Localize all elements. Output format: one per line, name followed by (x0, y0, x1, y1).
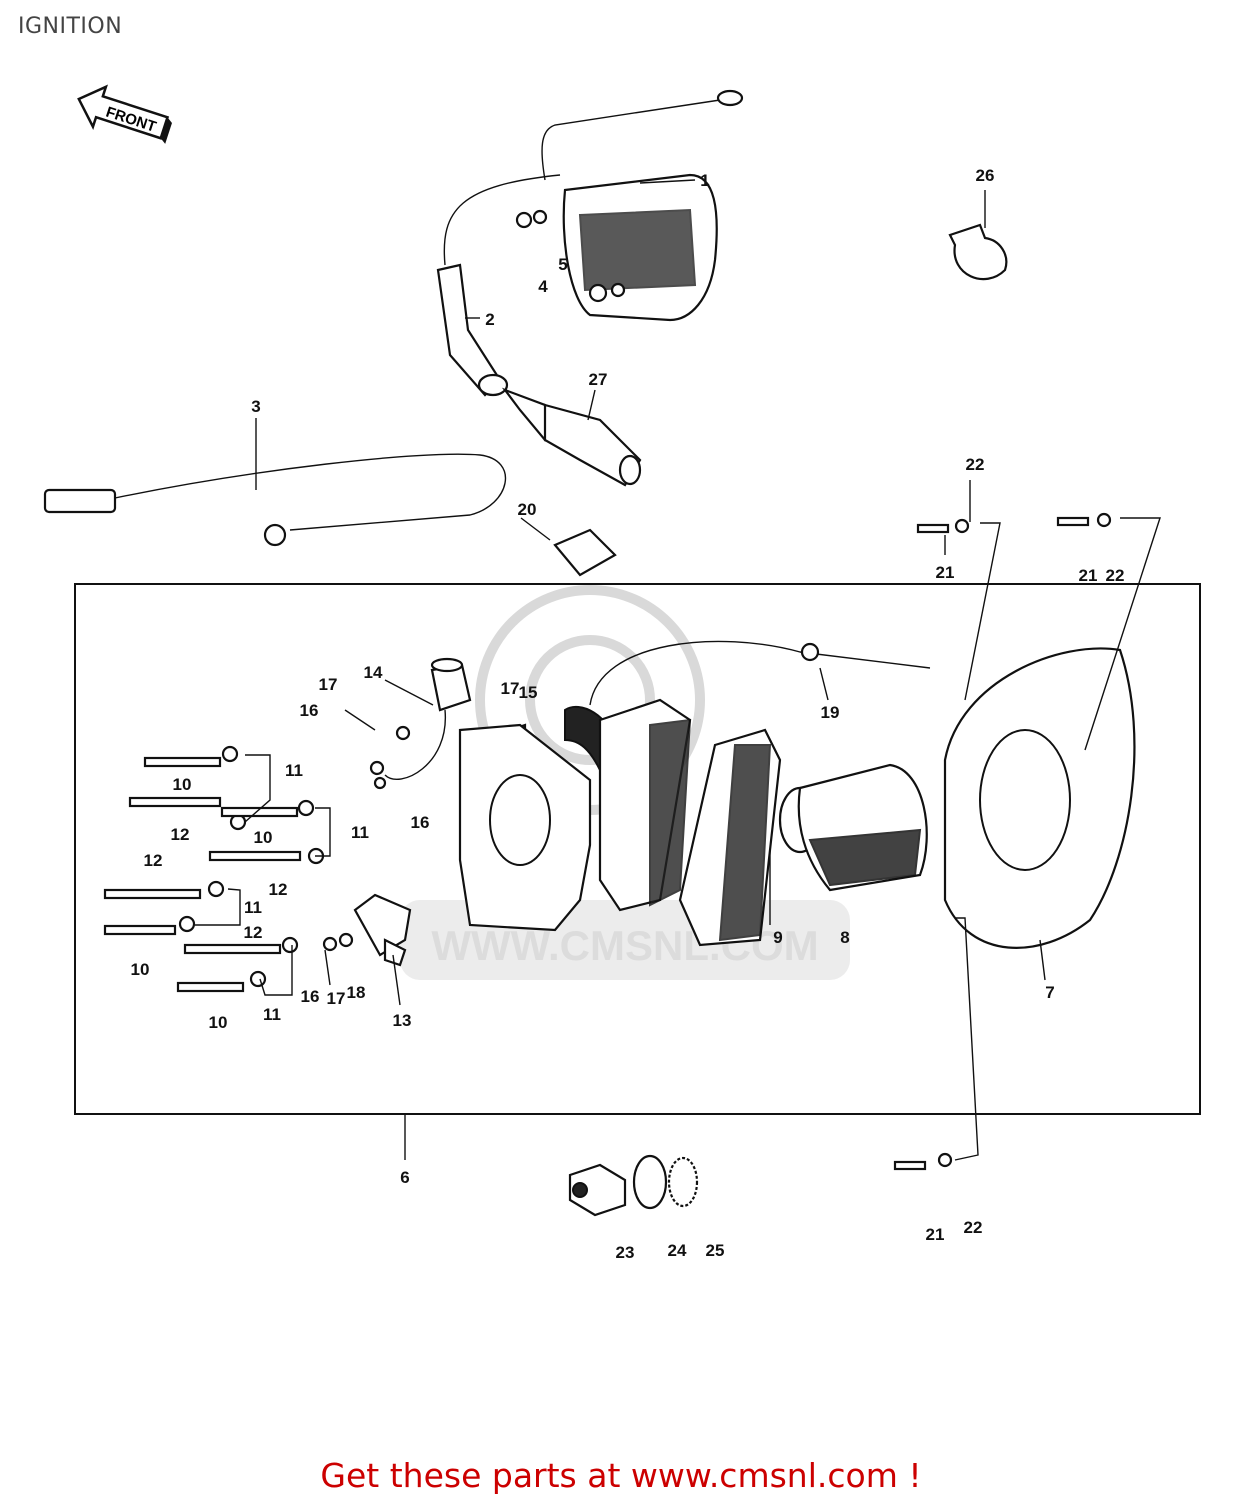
front-arrow-icon: FRONT (77, 84, 172, 144)
callout-8: 8 (840, 928, 849, 947)
callout-24: 24 (668, 1241, 687, 1260)
callout-18: 18 (347, 983, 366, 1002)
callout-19: 19 (821, 703, 840, 722)
callout-20: 20 (518, 500, 537, 519)
callout-11c: 11 (244, 898, 262, 917)
callout-10d: 10 (209, 1013, 228, 1032)
callout-10a: 10 (173, 775, 192, 794)
callout-11d: 11 (263, 1005, 281, 1024)
callout-22c: 22 (964, 1218, 983, 1237)
callout-11a: 11 (285, 761, 303, 780)
callout-5: 5 (558, 255, 567, 274)
callout-12d: 12 (244, 923, 263, 942)
callout-21b: 21 (1079, 566, 1098, 585)
callout-4: 4 (538, 277, 548, 296)
callout-26: 26 (976, 166, 995, 185)
callout-22a: 22 (966, 455, 985, 474)
callout-21c: 21 (926, 1225, 945, 1244)
rotor (778, 763, 928, 892)
generator-coils (564, 640, 931, 947)
callout-23: 23 (616, 1243, 635, 1262)
callout-10b: 10 (254, 828, 273, 847)
ignition-coil (443, 89, 744, 322)
callout-13: 13 (393, 1011, 412, 1030)
callout-25: 25 (706, 1241, 725, 1260)
callout-10c: 10 (131, 960, 150, 979)
callout-22b: 22 (1106, 566, 1125, 585)
callout-17b: 17 (501, 679, 520, 698)
callout-16c: 16 (301, 987, 320, 1006)
callout-9: 9 (773, 928, 782, 947)
callout-11b: 11 (351, 823, 369, 842)
callout-12a: 12 (171, 825, 190, 844)
page-title: IGNITION (18, 14, 123, 39)
callout-6: 6 (400, 1168, 409, 1187)
screws-and-washers (103, 745, 354, 993)
callout-15: 15 (519, 683, 538, 702)
callout-14: 14 (364, 663, 383, 682)
contact-breaker-points (353, 893, 412, 967)
coil-nuts-washers (515, 209, 626, 303)
callout-17a: 17 (319, 675, 338, 694)
spark-plug-cap (436, 263, 509, 397)
callout-numbers: 1 2 3 4 5 6 7 8 9 10 10 10 10 11 11 11 1… (131, 166, 1125, 1262)
callout-27: 27 (589, 370, 608, 389)
grommet (553, 528, 617, 577)
footer-link[interactable]: Get these parts at www.cmsnl.com ! (320, 1456, 922, 1495)
callout-16a: 16 (300, 701, 319, 720)
mounting-bolts (893, 512, 1112, 1171)
stator-assembly-box (74, 583, 1201, 1115)
callout-3: 3 (251, 397, 260, 416)
callout-1: 1 (700, 171, 709, 190)
callout-2: 2 (485, 310, 494, 329)
backing-plate (943, 647, 1136, 949)
callout-12b: 12 (144, 851, 163, 870)
callout-16b: 16 (411, 813, 430, 832)
callout-7: 7 (1045, 983, 1054, 1002)
wire-clamp (948, 223, 1008, 281)
callout-12c: 12 (269, 880, 288, 899)
spark-plug (501, 387, 642, 487)
callout-leaders (195, 179, 1161, 1161)
callout-21a: 21 (936, 563, 955, 582)
rotor-nut-and-washers (568, 1154, 699, 1217)
callout-17c: 17 (327, 989, 346, 1008)
high-tension-lead (43, 453, 507, 547)
